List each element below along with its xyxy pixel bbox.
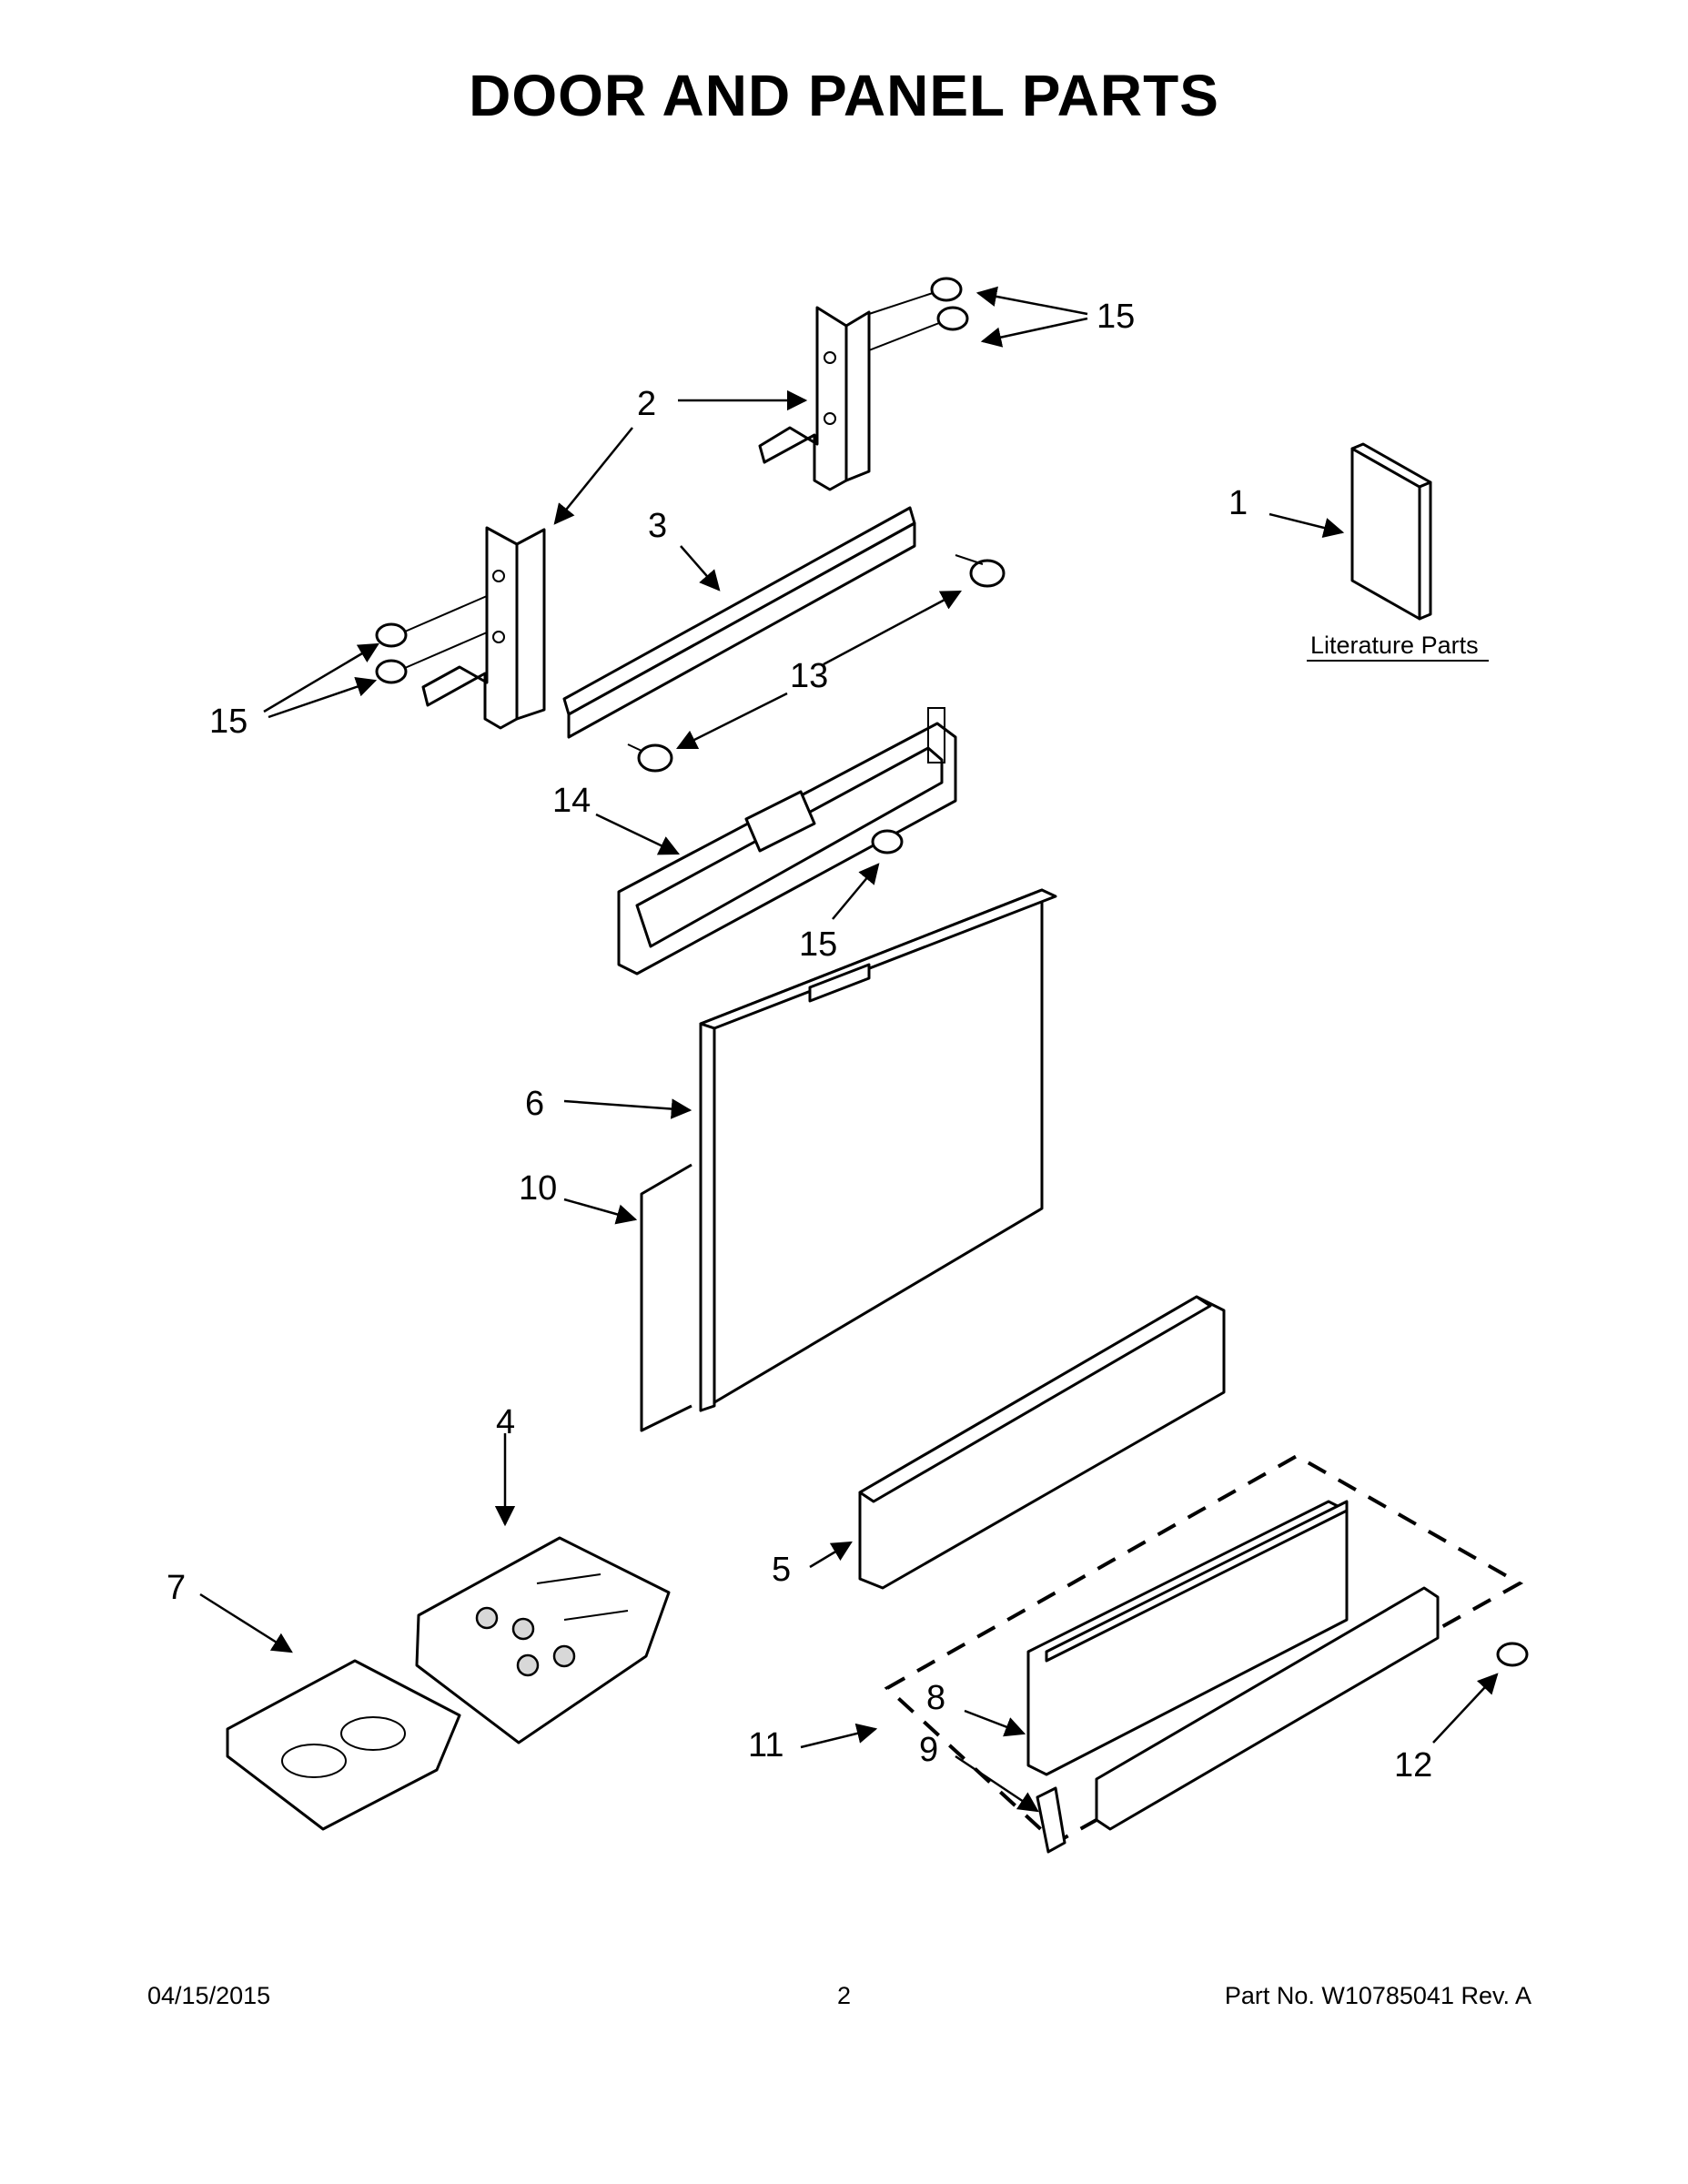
callout-11: 11 [748, 1726, 783, 1764]
callout-10: 10 [519, 1169, 557, 1208]
callout-14: 14 [552, 782, 591, 820]
callout-7: 7 [167, 1569, 186, 1607]
callout-4: 4 [496, 1403, 515, 1441]
part-10-gasket [640, 1163, 692, 1432]
part-2-bracket-right [758, 306, 871, 491]
callout-13: 13 [790, 657, 828, 695]
part-13-screw-left [627, 743, 673, 773]
part-7-seal-bag [226, 1659, 461, 1831]
callout-1: 1 [1228, 484, 1248, 522]
callout-15-top: 15 [1097, 298, 1135, 336]
leader-lines [199, 286, 1499, 1813]
footer-page-number: 2 [836, 1982, 852, 2009]
callout-8: 8 [926, 1679, 945, 1717]
page-title: DOOR AND PANEL PARTS [469, 63, 1219, 128]
part-1-literature [1350, 442, 1432, 621]
part-13-screw-right [955, 554, 1006, 588]
part-8-insulation [1026, 1500, 1349, 1776]
part-4-hardware-bag [415, 1536, 671, 1744]
part-15-screws [375, 277, 1529, 1667]
part-3-rail [562, 506, 916, 739]
callout-12: 12 [1394, 1746, 1432, 1785]
footer-part-number: Part No. W10785041 Rev. A [1224, 1982, 1531, 2009]
footer-date: 04/15/2015 [147, 1982, 271, 2009]
literature-parts-label: Literature Parts [1310, 632, 1479, 659]
part-5-toe-bracket [858, 1295, 1226, 1590]
part-9-clip [1036, 1786, 1066, 1854]
part-12-toe-rail [1095, 1586, 1440, 1831]
callout-9: 9 [919, 1731, 938, 1769]
callout-5: 5 [772, 1551, 791, 1589]
callout-6: 6 [525, 1085, 544, 1123]
part-6-door-panel [699, 888, 1057, 1412]
part-11-kit-outline [884, 1453, 1524, 1845]
callout-3: 3 [648, 507, 667, 545]
part-2-bracket-left [421, 526, 546, 730]
callout-15-mid: 15 [799, 925, 837, 964]
callout-15-left: 15 [209, 703, 248, 741]
callout-2: 2 [637, 385, 656, 423]
part-14-control-housing [617, 707, 957, 976]
